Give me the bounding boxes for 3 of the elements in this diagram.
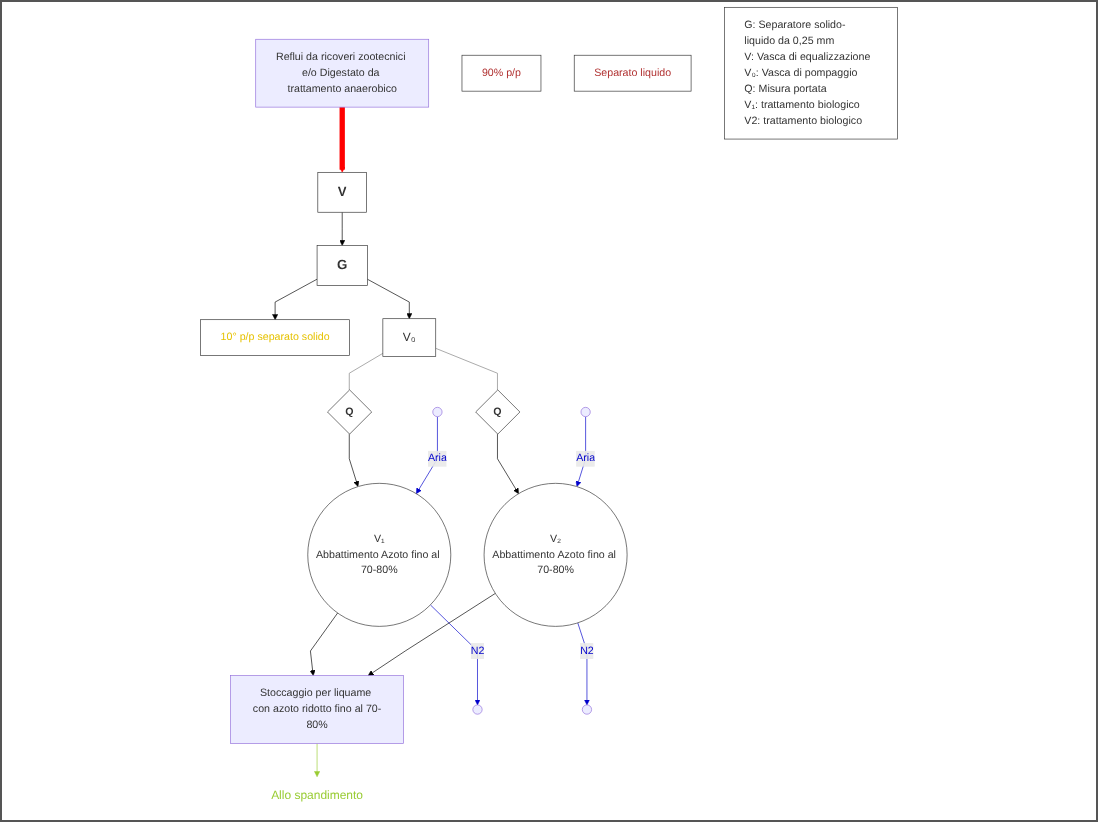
arrow — [339, 107, 346, 173]
arrow — [348, 353, 384, 391]
arrow — [435, 348, 498, 391]
